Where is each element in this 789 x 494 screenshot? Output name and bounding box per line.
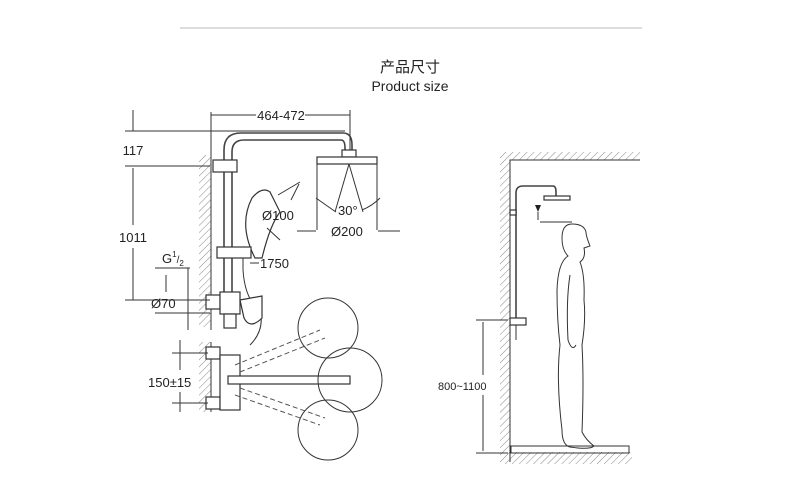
- dim-arm-length: 464-472: [257, 108, 305, 123]
- installation-side-diagram: 800~1100: [438, 152, 640, 464]
- wall-bracket: [212, 159, 238, 173]
- dim-escutcheon: Ø70: [151, 296, 176, 311]
- lever-extended: [227, 375, 351, 385]
- title-en: Product size: [371, 78, 448, 94]
- head-shower-side: [543, 195, 571, 201]
- dim-head-shower: Ø200: [331, 224, 363, 239]
- mixer-valve: [219, 291, 241, 315]
- dim-thread: G1/2: [162, 250, 184, 268]
- dim-rail-height: 1011: [119, 230, 147, 245]
- hand-shower: [245, 189, 281, 259]
- shower-tray: [510, 445, 630, 454]
- shower-system-front-diagram: 464-472 117 1011 G1/2 Ø70 Ø100 30° Ø200 …: [119, 108, 400, 461]
- title-cn: 产品尺寸: [380, 59, 440, 76]
- dim-hose-length: 1750: [260, 256, 289, 271]
- mixer-lever: [239, 295, 263, 325]
- head-shower: [316, 156, 378, 165]
- person-silhouette: [556, 223, 595, 449]
- floor-hatch: [510, 452, 632, 464]
- shower-column: [515, 185, 557, 318]
- wall-hatch: [500, 152, 510, 464]
- shower-arm: [223, 132, 353, 300]
- lever-circle-mid: [317, 347, 383, 413]
- wall-hatch: [199, 155, 211, 327]
- dim-hand-shower: Ø100: [262, 208, 294, 223]
- ceiling-hatch: [510, 152, 640, 160]
- lever-circle-down: [297, 399, 359, 461]
- mixer-side: [509, 317, 527, 326]
- slide-bar-holder: [216, 246, 252, 259]
- dim-inlet-spacing: 150±15: [148, 375, 191, 390]
- dim-top-offset: 117: [123, 143, 144, 158]
- lever-circle-up: [297, 297, 359, 359]
- dim-spray-angle: 30°: [338, 203, 358, 218]
- dim-install-height: 800~1100: [438, 381, 486, 393]
